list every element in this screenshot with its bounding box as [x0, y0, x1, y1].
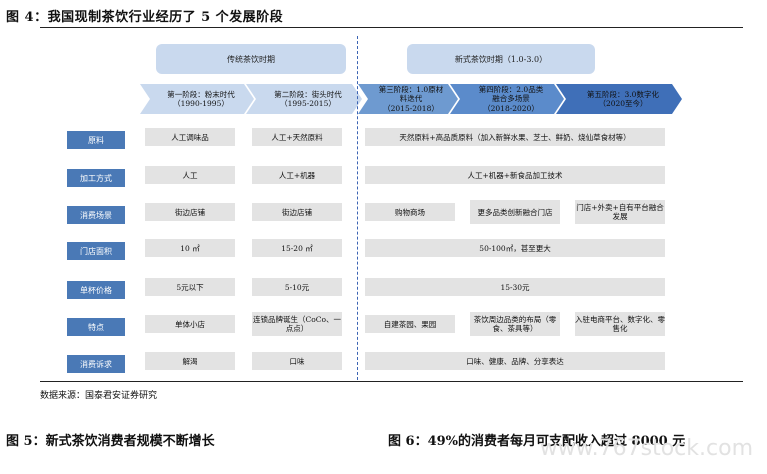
cell-price-2: 5-10元 — [252, 278, 342, 296]
cell-feature-2: 连锁品牌诞生（CoCo、一点点） — [252, 312, 342, 336]
cell-area-3: 50-100㎡，甚至更大 — [365, 239, 665, 257]
period-divider — [357, 36, 358, 380]
row-label-price: 单杯价格 — [67, 281, 125, 299]
cell-feature-1: 单体小店 — [145, 315, 235, 333]
cell-area-1: 10 ㎡ — [145, 239, 235, 257]
row-label-area: 门店面积 — [67, 242, 125, 260]
cell-raw-2: 人工+天然原料 — [252, 128, 342, 146]
cell-raw-3: 天然原料+高品质原料（加入新鲜水果、芝士、鲜奶、烧仙草食材等） — [365, 128, 665, 146]
cell-area-2: 15-20 ㎡ — [252, 239, 342, 257]
cell-process-3: 人工+机器+新食品加工技术 — [365, 166, 665, 184]
stage-5-shape — [556, 84, 682, 114]
watermark: www.767stock.com — [539, 436, 753, 461]
figure5-title: 图 5：新式茶饮消费者规模不断增长 — [6, 434, 215, 449]
cell-demand-2: 口味 — [252, 352, 342, 370]
cell-raw-1: 人工调味品 — [145, 128, 235, 146]
cell-demand-3: 口味、健康、品牌、分享表达 — [365, 352, 665, 370]
cell-process-1: 人工 — [145, 166, 235, 184]
row-label-raw: 原料 — [67, 131, 125, 149]
stage-3-years: （2015-2018） — [383, 103, 439, 113]
stage-1: 第一阶段：粉末时代（1990-1995） — [144, 84, 252, 114]
source-note: 数据来源：国泰君安证券研究 — [40, 391, 158, 401]
figure6-title: 图 6：49%的消费者每月可支配收入超过 8000 元 — [388, 434, 686, 449]
cell-feature-5: 入驻电商平台、数字化、零售化 — [575, 312, 665, 336]
stage-3-name: 第三阶段：1.0原材 — [378, 84, 444, 94]
cell-feature-4: 茶饮周边品类的布局（零食、茶具等） — [470, 312, 560, 336]
stage-4: 第四阶段：2.0品类融合多场景（2018-2020） — [456, 84, 560, 114]
stage-3-name-cont: 料迭代 — [399, 94, 423, 104]
cell-scene-4: 更多品类创新融合门店 — [470, 200, 560, 224]
cell-feature-3: 自建茶园、果园 — [365, 315, 455, 333]
row-label-feature: 特点 — [67, 318, 125, 336]
period-new-header: 新式茶饮时期（1.0-3.0） — [407, 44, 595, 74]
stage-2-name: 第二阶段：街头时代 — [274, 89, 342, 99]
cell-scene-1: 街边店铺 — [145, 203, 235, 221]
cell-process-2: 人工+机器 — [252, 166, 342, 184]
stage-3: 第三阶段：1.0原材料迭代（2015-2018） — [360, 84, 454, 114]
bottom-rule — [40, 381, 743, 382]
cell-demand-1: 解渴 — [145, 352, 235, 370]
stage-2-years: （1995-2015） — [280, 99, 336, 108]
row-label-demand: 消费诉求 — [67, 355, 125, 373]
stage-3-shape — [358, 84, 458, 114]
figure4-title: 图 4：我国现制茶饮行业经历了 5 个发展阶段 — [6, 10, 284, 25]
top-rule — [40, 27, 743, 28]
stage-4-years: （2018-2020） — [483, 103, 539, 113]
stage-4-shape — [450, 84, 564, 114]
cell-price-1: 5元以下 — [145, 278, 235, 296]
row-label-scene: 消费场景 — [67, 206, 125, 224]
stage-5: 第五阶段：3.0数字化（2020至今） — [562, 84, 678, 114]
cell-scene-3: 购物商场 — [365, 203, 455, 221]
cell-price-3: 15-30元 — [365, 278, 665, 296]
row-label-process: 加工方式 — [67, 169, 125, 187]
stage-5-years: （2020至今） — [598, 99, 648, 108]
stage-2: 第二阶段：街头时代（1995-2015） — [250, 84, 360, 114]
stage-4-name: 第四阶段：2.0品类 — [478, 84, 544, 94]
stage-1-years: （1990-1995） — [173, 99, 229, 108]
stage-4-name-cont: 融合多场景 — [492, 94, 530, 104]
period-traditional-header: 传统茶饮时期 — [156, 44, 346, 74]
cell-scene-2: 街边店铺 — [252, 203, 342, 221]
stage-1-shape — [140, 84, 254, 114]
stage-5-name: 第五阶段：3.0数字化 — [587, 89, 659, 99]
stage-1-name: 第一阶段：粉末时代 — [167, 89, 235, 99]
cell-scene-5: 门店+外卖+自有平台融合发展 — [575, 200, 665, 224]
stage-2-shape — [246, 84, 362, 114]
